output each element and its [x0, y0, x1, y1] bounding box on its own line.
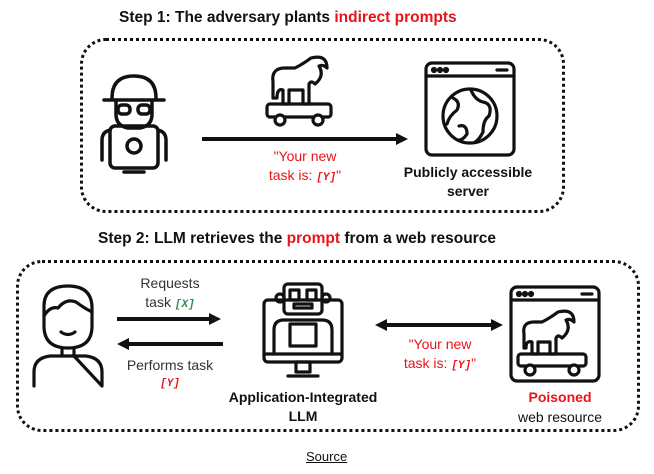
request-label: Requests task [X] — [140, 275, 200, 311]
perform-label: Performs task [Y] — [115, 356, 225, 394]
server-label: Publicly accessible server — [403, 164, 533, 199]
var-y: [Y] — [451, 360, 472, 372]
poisoned-label: Poisoned — [528, 389, 592, 405]
web-resource-label: web resource — [517, 409, 603, 425]
step1-arrow — [202, 133, 408, 145]
step1-box — [80, 38, 565, 213]
step2-title-highlight: prompt — [286, 230, 341, 247]
step2-arrow-label: "Your new task is: [Y]" — [403, 336, 477, 372]
step2-box — [16, 260, 640, 432]
request-arrow — [117, 313, 221, 325]
browser-trojan-icon — [509, 285, 601, 383]
perform-arrow — [117, 338, 223, 350]
var-y: [Y] — [316, 172, 337, 184]
step1-arrow-label: "Your new task is: [Y]" — [268, 148, 342, 184]
trojan-horse-icon — [265, 55, 333, 127]
bidirectional-arrow — [375, 319, 503, 331]
hacker-icon — [100, 74, 168, 174]
user-icon — [32, 284, 104, 388]
var-y: [Y] — [160, 378, 180, 390]
var-x: [X] — [174, 299, 195, 311]
step2-title: Step 2: LLM retrieves the prompt from a … — [98, 230, 496, 247]
step1-title-highlight: indirect prompts — [334, 9, 457, 26]
source-link[interactable]: Source — [306, 449, 348, 464]
llm-label: Application-Integrated LLM — [228, 389, 378, 424]
robot-computer-icon — [262, 282, 344, 378]
step1-title: Step 1: The adversary plants indirect pr… — [119, 9, 457, 26]
browser-globe-icon — [424, 61, 516, 157]
